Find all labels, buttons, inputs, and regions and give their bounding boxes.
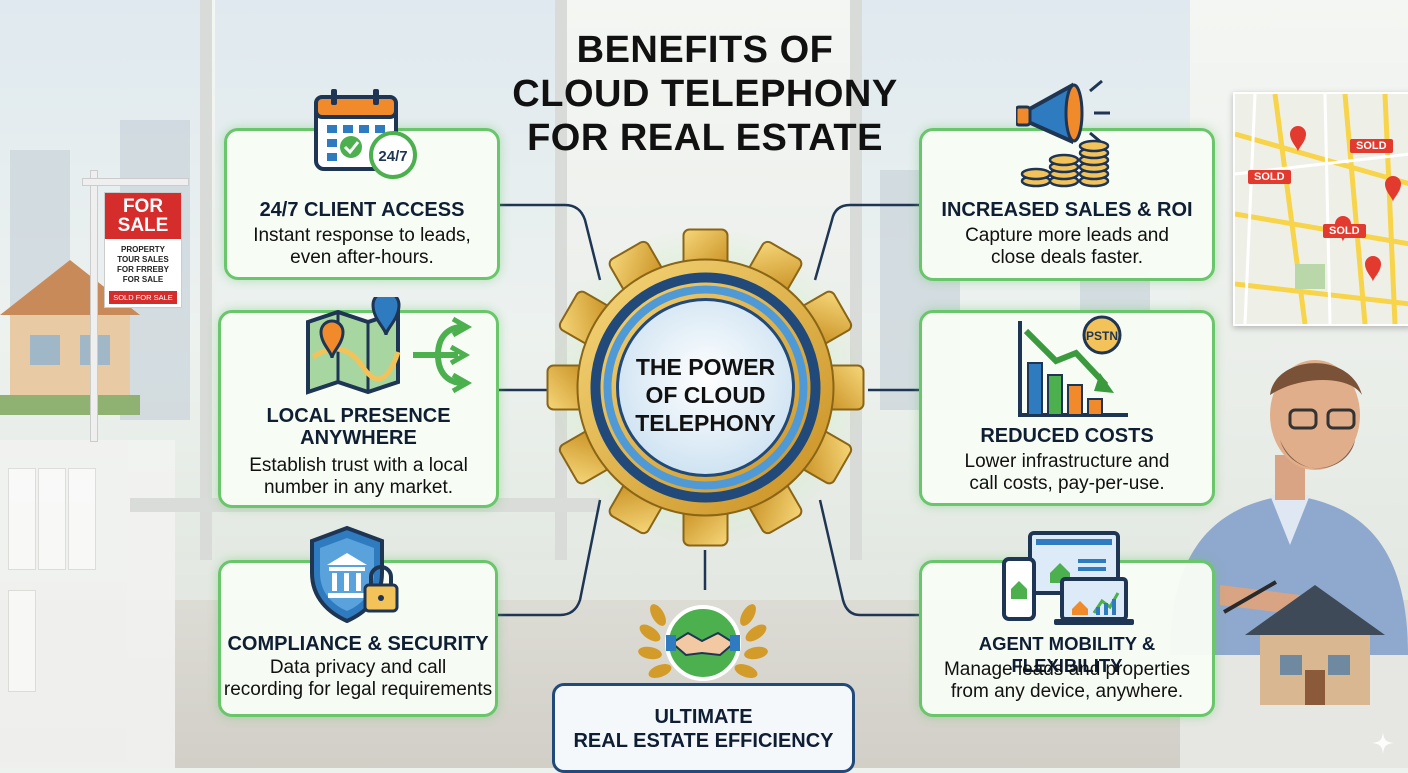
window-frame <box>200 0 212 560</box>
central-label: THE POWER OF CLOUD TELEPHONY <box>543 353 868 437</box>
sign-mid-line3: FOR FRREBY <box>117 265 169 274</box>
card-desc-line2: recording for legal requirements <box>223 679 493 700</box>
binder <box>68 468 96 570</box>
benefit-card-24-7-access: 24/7 24/7 CLIENT ACCESS Instant response… <box>224 89 500 280</box>
card-desc-line2: number in any market. <box>263 477 454 498</box>
benefit-card-agent-mobility: AGENT MOBILITY & FLEXIBILITY Manage lead… <box>919 531 1215 717</box>
sparkle-icon <box>1372 732 1394 754</box>
card-desc-line1: Manage leads and properties <box>943 659 1191 680</box>
card-desc-line2: close deals faster. <box>990 247 1144 268</box>
card-desc-line1: Instant response to leads, <box>253 225 471 246</box>
multi-device-icon <box>1002 531 1134 625</box>
sold-tag: SOLD <box>1248 170 1291 184</box>
sign-bottom: SOLD FOR SALE <box>109 291 177 304</box>
card-title: COMPLIANCE & SECURITY <box>227 633 489 655</box>
card-desc-line1: Data privacy and call <box>269 657 447 678</box>
wall-map: SOLD SOLD SOLD <box>1233 92 1408 326</box>
card-desc-line1: Capture more leads and <box>965 225 1169 246</box>
card-description: Lower infrastructure and call costs, pay… <box>922 451 1212 495</box>
card-title-line2: ANYWHERE <box>300 427 417 449</box>
benefit-card-local-presence: LOCAL PRESENCE ANYWHERE Establish trust … <box>218 297 499 508</box>
shield-lock-icon <box>310 525 399 623</box>
card-title: AGENT MOBILITY & FLEXIBILITY <box>978 633 1156 676</box>
card-title: INCREASED SALES & ROI <box>941 199 1193 221</box>
map-streets <box>1235 94 1408 324</box>
card-description: Data privacy and call recording for lega… <box>221 657 495 701</box>
bottom-line2: REAL ESTATE EFFICIENCY <box>573 730 834 752</box>
page-title: BENEFITS OF CLOUD TELEPHONY FOR REAL EST… <box>470 28 940 160</box>
central-gear: THE POWER OF CLOUD TELEPHONY <box>543 225 868 550</box>
sign-top-line2: SALE <box>117 215 169 236</box>
benefit-card-compliance-security: COMPLIANCE & SECURITY Data privacy and c… <box>218 525 498 717</box>
icon-badge-pstn: PSTN <box>1086 329 1118 343</box>
center-line3: TELEPHONY <box>635 410 776 436</box>
sold-tag: SOLD <box>1350 139 1393 153</box>
center-line2: OF CLOUD <box>645 382 766 408</box>
card-description: Capture more leads and close deals faste… <box>922 225 1212 269</box>
card-desc-line2: even after-hours. <box>290 247 434 268</box>
sign-mid-line1: PROPERTY <box>120 245 165 254</box>
for-sale-sign: FOR SALE PROPERTY TOUR SALES FOR FRREBY … <box>104 192 182 308</box>
binder <box>38 468 66 570</box>
title-line3: FOR REAL ESTATE <box>527 117 883 159</box>
sold-tag: SOLD <box>1323 224 1366 238</box>
card-description: Instant response to leads, even after-ho… <box>227 225 497 269</box>
binder <box>8 590 36 692</box>
center-line1: THE POWER <box>635 354 776 380</box>
card-title-line1: LOCAL PRESENCE <box>266 405 451 427</box>
binder <box>8 468 36 570</box>
gear-icon <box>545 227 866 548</box>
card-desc-line1: Lower infrastructure and <box>964 451 1170 472</box>
benefit-card-increased-sales: INCREASED SALES & ROI Capture more leads… <box>919 79 1215 281</box>
calendar-24-7-icon: 24/7 <box>314 89 417 179</box>
sign-header: FOR SALE <box>105 193 181 239</box>
ultimate-efficiency-box: ULTIMATE REAL ESTATE EFFICIENCY <box>552 683 855 773</box>
sign-arm <box>82 178 189 186</box>
card-title: REDUCED COSTS <box>980 425 1154 447</box>
card-desc-line1: Establish trust with a local <box>249 455 468 476</box>
card-title: LOCAL PRESENCE ANYWHERE <box>221 405 496 449</box>
sign-post <box>90 170 98 442</box>
card-description: Establish trust with a local number in a… <box>221 455 496 499</box>
map-pin-icon <box>306 297 473 395</box>
card-desc-line2: call costs, pay-per-use. <box>969 473 1165 494</box>
card-description: Manage leads and properties from any dev… <box>922 659 1212 703</box>
handshake-laurel-icon <box>638 604 768 681</box>
megaphone-coins-icon <box>1016 79 1110 188</box>
sign-body: PROPERTY TOUR SALES FOR FRREBY FOR SALE <box>105 245 181 285</box>
title-line2: CLOUD TELEPHONY <box>512 73 898 115</box>
title-line1: BENEFITS OF <box>576 29 834 71</box>
icon-badge-24-7: 24/7 <box>378 148 407 165</box>
sign-top-line1: FOR <box>122 196 164 217</box>
declining-chart-icon: PSTN <box>1018 315 1128 417</box>
bottom-line1: ULTIMATE <box>654 706 753 728</box>
benefit-card-reduced-costs: PSTN REDUCED COSTS Lower infrastructure … <box>919 310 1215 506</box>
sign-mid-line4: FOR SALE <box>122 275 164 284</box>
bookshelf <box>0 440 175 768</box>
card-desc-line2: from any device, anywhere. <box>950 681 1184 702</box>
house-model <box>1245 585 1385 705</box>
sign-mid-line2: TOUR SALES <box>117 255 169 264</box>
card-title: 24/7 CLIENT ACCESS <box>259 199 465 221</box>
